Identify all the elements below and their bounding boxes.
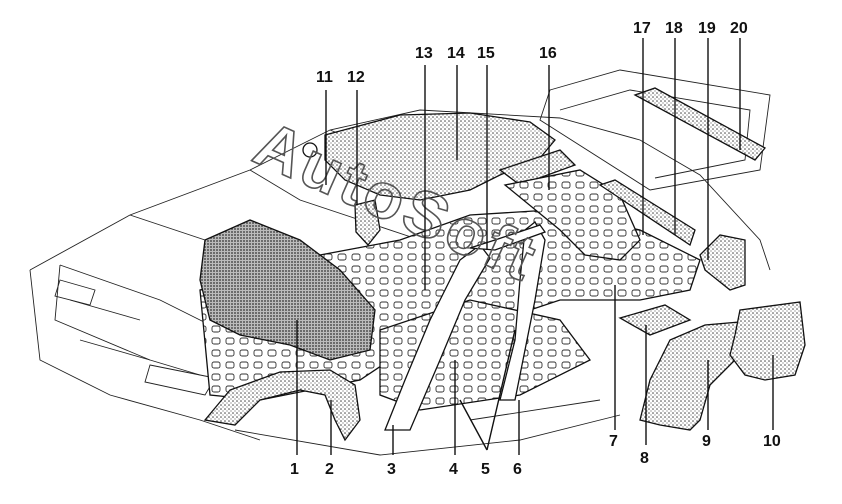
callout-8: 8 [640,450,649,467]
callout-5: 5 [481,461,490,478]
dash-insulation [199,219,376,361]
callout-17: 17 [633,20,651,37]
side-panel-9 [639,321,741,431]
callout-18: 18 [665,20,683,37]
callout-15: 15 [477,45,495,62]
floor-pad-8 [618,304,692,336]
callout-11: 11 [316,69,333,86]
wheel-arch-liner [203,369,361,442]
callout-16: 16 [539,45,557,62]
callout-13: 13 [415,45,433,62]
leader-lines [296,38,774,455]
bracket-part-12 [354,199,381,246]
a-pillar-trim [384,244,491,431]
callout-10: 10 [763,433,781,450]
roof-side-rail [469,224,547,251]
callout-20: 20 [730,20,748,37]
callout-1: 1 [290,461,299,478]
callout-12: 12 [347,69,365,86]
callout-9: 9 [702,433,711,450]
car-body-outline [29,69,771,456]
callout-6: 6 [513,461,522,478]
trunk-lid-liner [633,87,767,161]
callout-14: 14 [447,45,465,62]
callout-4: 4 [449,461,458,478]
rear-strip-18 [598,179,696,247]
side-panel-10 [729,301,806,381]
headliner-rear-strip [498,149,577,186]
callout-3: 3 [387,461,396,478]
callout-labels: 1 2 3 4 5 6 7 8 9 10 11 12 13 14 15 16 1… [290,20,781,478]
callout-2: 2 [325,461,334,478]
rear-shelf-insulation [503,169,641,261]
trim-bracket-19 [699,234,746,291]
headliner-panel [324,112,556,201]
clip-part-11 [302,142,318,158]
callout-19: 19 [698,20,716,37]
callout-7: 7 [609,433,618,450]
